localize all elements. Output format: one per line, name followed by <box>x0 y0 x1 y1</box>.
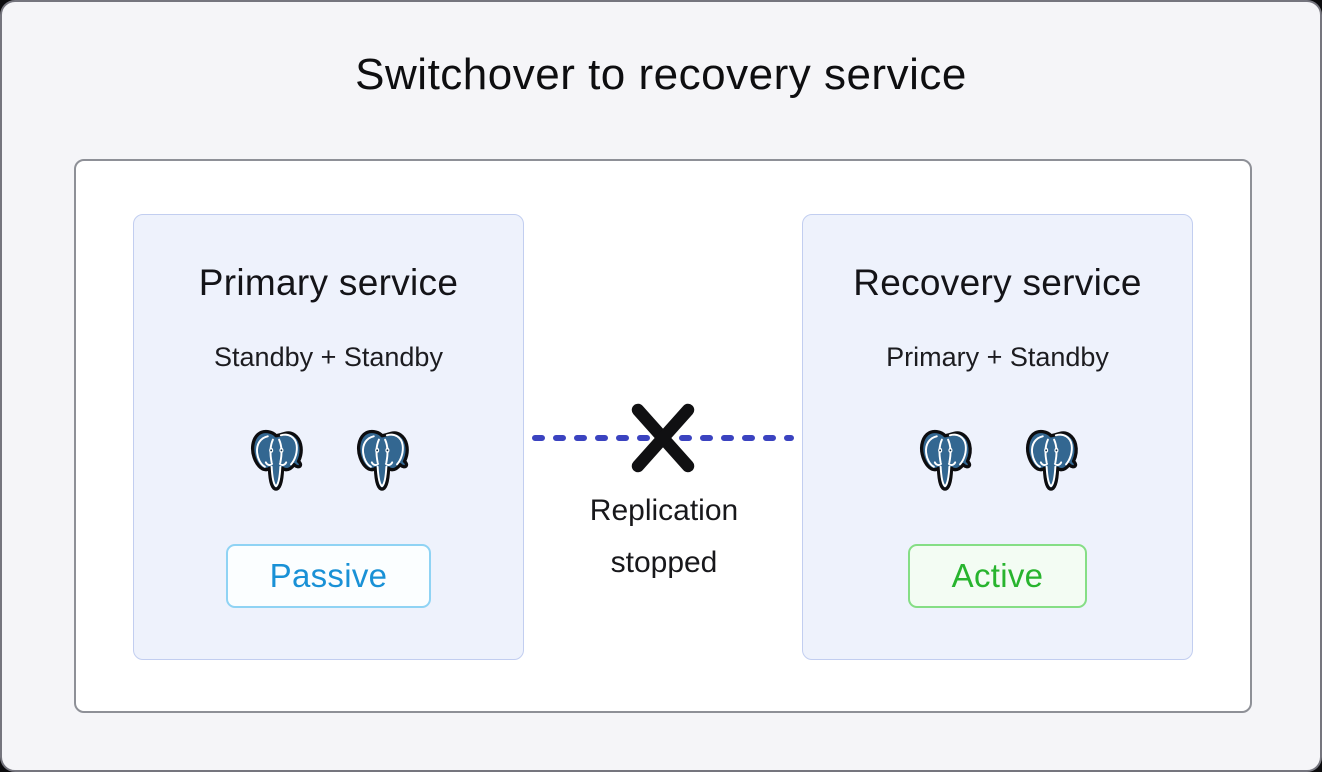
replication-stopped-line2: stopped <box>610 546 718 579</box>
postgresql-elephant-icon <box>1025 429 1078 491</box>
primary-service-card: Primary service Standby + Standby Passiv… <box>133 214 524 660</box>
service-roles-label: Standby + Standby <box>214 342 443 372</box>
status-badge-passive: Passive <box>225 544 432 608</box>
postgresql-elephant-icon <box>356 429 409 491</box>
recovery-service-card: Recovery service Primary + Standby Activ… <box>802 214 1193 660</box>
replication-stopped-label: Replication stopped <box>533 485 795 589</box>
replication-stopped-line1: Replication <box>589 494 739 527</box>
status-badge-active: Active <box>907 544 1088 608</box>
service-title: Recovery service <box>853 262 1142 303</box>
diagram-title: Switchover to recovery service <box>355 50 967 99</box>
postgresql-elephant-icon <box>919 429 972 491</box>
service-title: Primary service <box>198 262 459 303</box>
x-mark-icon <box>631 403 695 473</box>
postgresql-elephant-icon <box>250 429 303 491</box>
database-nodes-row <box>914 426 1082 494</box>
service-roles-label: Primary + Standby <box>886 342 1109 372</box>
database-nodes-row <box>245 426 413 494</box>
